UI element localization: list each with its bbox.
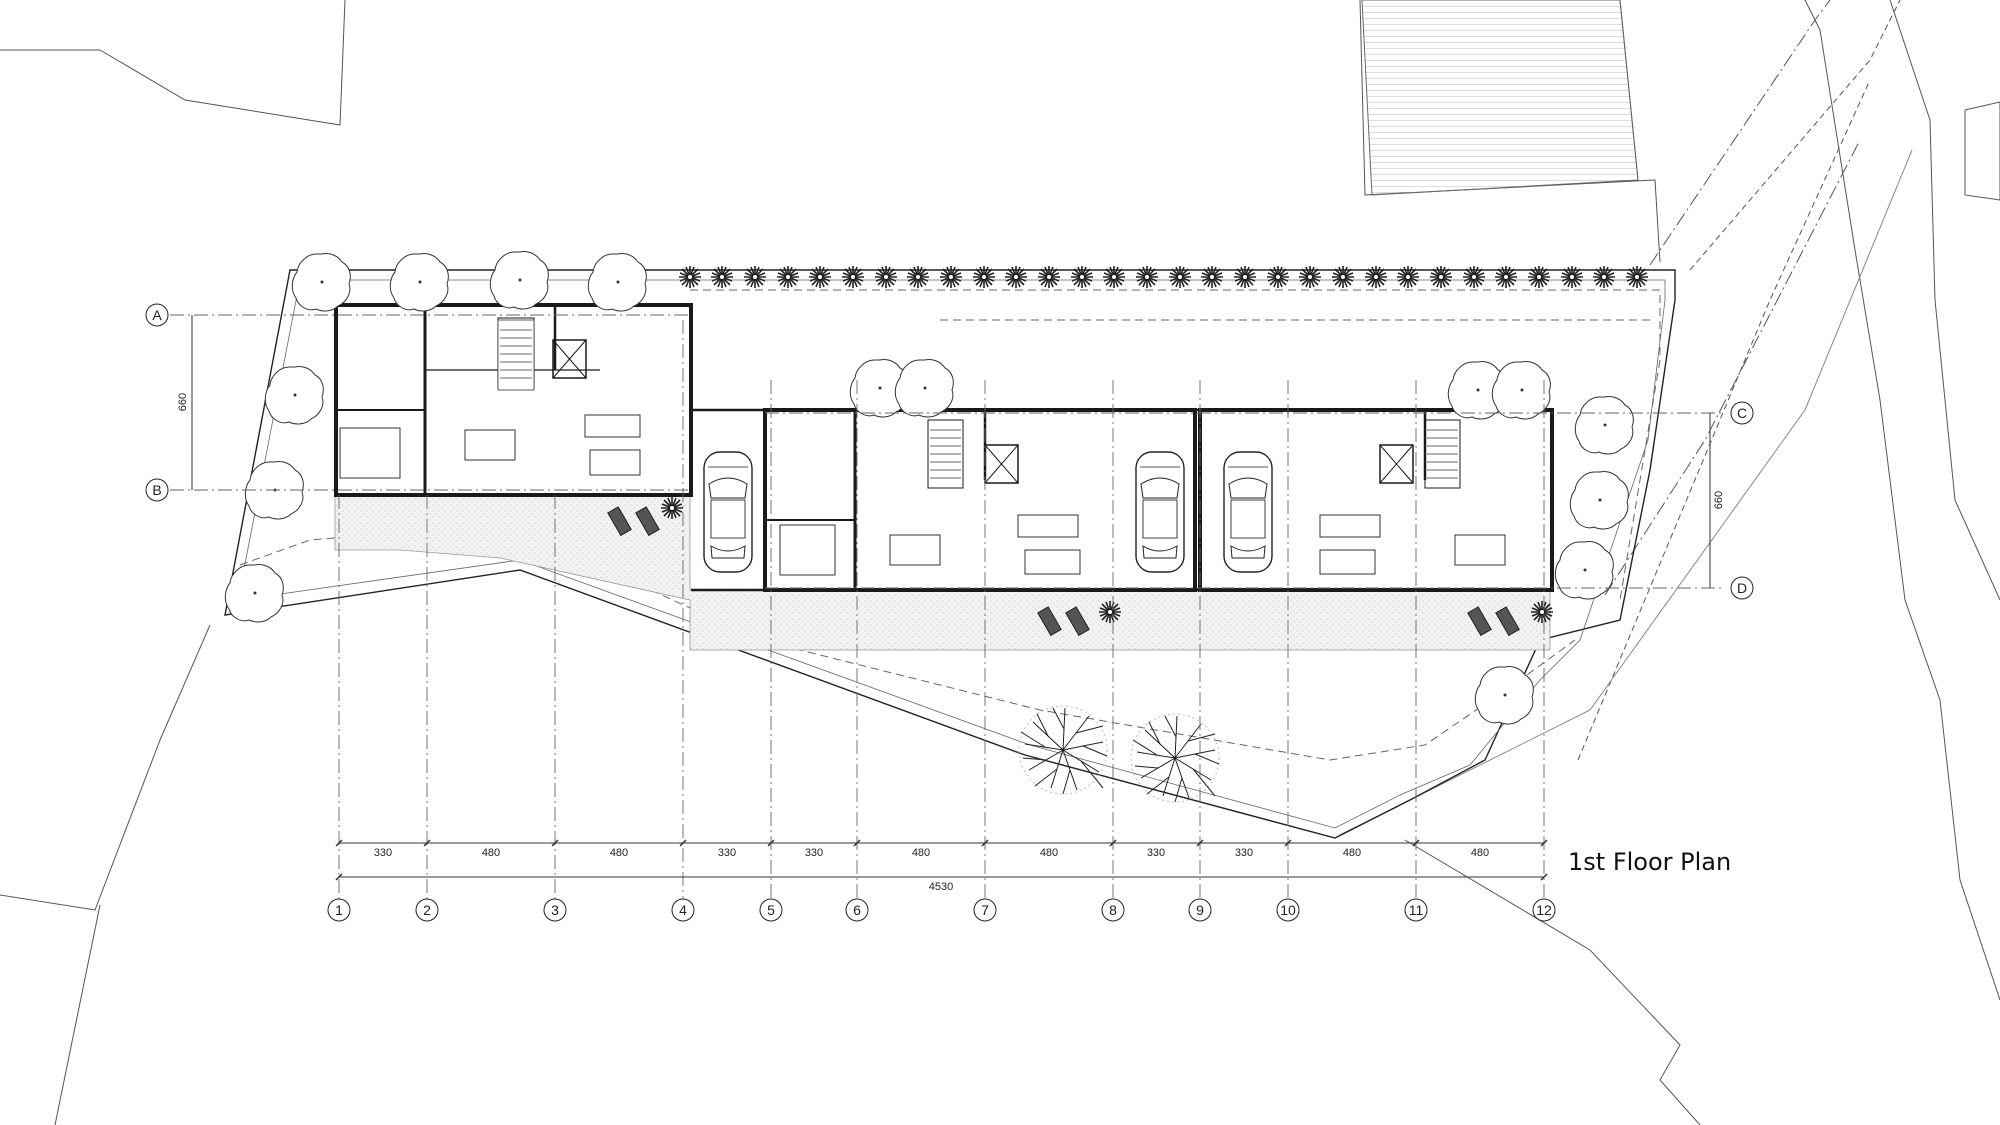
bay-dimension: 330 [1235, 847, 1253, 859]
grid-label-1: 1 [335, 902, 343, 918]
road-lines [1339, 0, 1913, 836]
grid-label-2: 2 [423, 902, 431, 918]
drawing-title: 1st Floor Plan [1568, 848, 1731, 876]
bay-dimension: 330 [805, 847, 823, 859]
paved-terrace [334, 494, 1551, 651]
grid-label-A: A [152, 307, 162, 323]
bay-dimension: 330 [1147, 847, 1165, 859]
sofa-icon [584, 414, 1381, 575]
grid-label-12: 12 [1536, 902, 1552, 918]
bay-dimension: 480 [1343, 847, 1361, 859]
grid-label-10: 10 [1280, 902, 1296, 918]
bay-dimension-labels: 330 480 480 330 330 480 480 330 330 480 … [177, 393, 1725, 893]
grid-column-labels: 1 2 3 4 5 6 7 8 9 10 11 12 [335, 902, 1552, 918]
dimension-lines [191, 315, 1711, 881]
bed-icon [339, 427, 836, 576]
left-vertical-dimension: 660 [177, 393, 189, 411]
bay-dimension: 330 [374, 847, 392, 859]
grid-label-B: B [152, 482, 161, 498]
grid-label-6: 6 [853, 902, 861, 918]
grid-label-C: C [1737, 405, 1747, 421]
grid-label-8: 8 [1109, 902, 1117, 918]
large-tree-icon [1018, 705, 1220, 803]
grid-label-D: D [1737, 580, 1747, 596]
right-vertical-dimension: 660 [1713, 491, 1725, 509]
grid-label-9: 9 [1196, 902, 1204, 918]
neighbour-roof-hatch [1361, 0, 1639, 196]
grid-bubbles [145, 303, 1754, 922]
grid-lines [170, 314, 1725, 900]
dining-table-icon [464, 429, 1506, 566]
grid-label-4: 4 [679, 902, 687, 918]
grid-label-11: 11 [1409, 902, 1424, 918]
bay-dimension: 480 [1471, 847, 1489, 859]
bay-dimension: 330 [718, 847, 736, 859]
bay-dimension: 480 [1040, 847, 1058, 859]
grid-row-labels: A B C D [152, 307, 1747, 596]
grid-label-3: 3 [551, 902, 559, 918]
bay-dimension: 480 [482, 847, 500, 859]
bay-dimension: 480 [610, 847, 628, 859]
grid-label-7: 7 [981, 902, 989, 918]
grid-label-5: 5 [767, 902, 775, 918]
bay-dimension: 480 [912, 847, 930, 859]
stair-icon [497, 319, 1458, 479]
total-dimension: 4530 [929, 881, 953, 893]
